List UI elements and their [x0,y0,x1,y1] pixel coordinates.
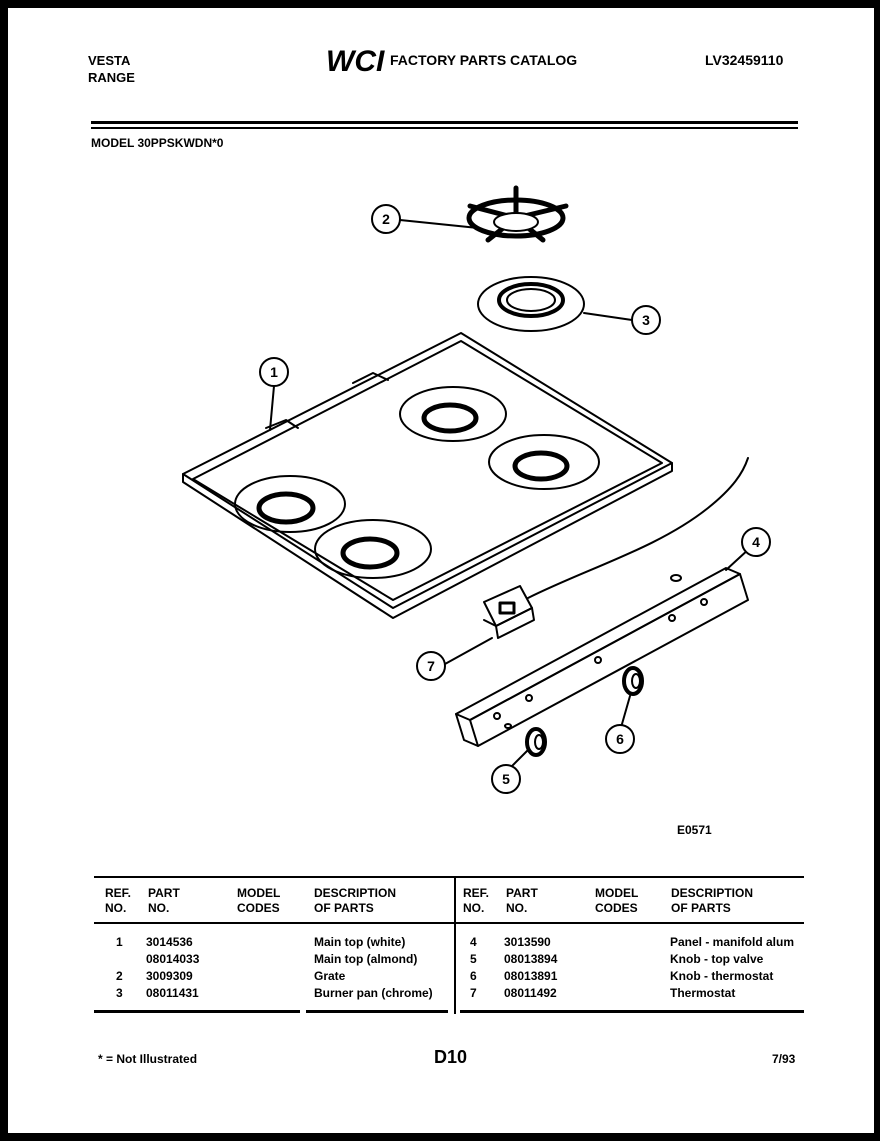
catalog-page: VESTA RANGE WCI FACTORY PARTS CATALOG LV… [8,8,874,1133]
table-rule-bottom-3 [460,1010,804,1013]
header-rule-bottom [91,127,798,129]
wci-logo: WCI [326,45,385,76]
not-illustrated-note: * = Not Illustrated [98,1052,198,1066]
table-rule-bottom-1 [94,1010,300,1013]
table-rule-bottom-2 [306,1010,448,1013]
model-number: MODEL 30PPSKWDN*0 [91,136,224,150]
page-number: D10 [434,1047,468,1067]
drawing-code: E0571 [677,823,712,837]
exploded-diagram: 1 2 3 4 5 6 7 [182,185,771,794]
brand-block: VESTA RANGE [88,52,135,86]
svg-text:6: 6 [616,731,624,747]
brand-line-1: VESTA [88,53,131,68]
grate-drawing [466,185,569,243]
manifold-panel-drawing [455,567,749,747]
callout-4: 4 [741,527,771,557]
svg-text:3: 3 [642,312,650,328]
callout-3: 3 [631,305,661,335]
svg-text:4: 4 [752,534,760,550]
svg-text:1: 1 [270,364,278,380]
logo-text: WCI [326,45,385,76]
callout-2: 2 [371,204,401,234]
callout-5: 5 [491,764,521,794]
main-top-drawing [182,332,673,619]
table-rule-header [94,922,804,924]
header-ref-no-right: REF.NO. [463,886,490,915]
callout-6: 6 [605,724,635,754]
catalog-title: FACTORY PARTS CATALOG [390,52,578,68]
header-rule-top [91,121,798,124]
callout-1: 1 [259,357,289,387]
svg-text:5: 5 [502,771,510,787]
catalog-number: LV32459110 [705,52,784,68]
table-divider [454,876,456,1014]
svg-text:7: 7 [427,658,435,674]
burner-pan-drawing [477,276,585,332]
callout-7: 7 [416,651,446,681]
revision-date: 7/93 [772,1052,796,1066]
thermostat-drawing [483,457,749,639]
table-rule-top [94,876,804,878]
knob-drawings [525,666,644,757]
svg-text:2: 2 [382,211,390,227]
header-ref-no: REF.NO. [105,886,132,915]
brand-line-2: RANGE [88,70,135,85]
